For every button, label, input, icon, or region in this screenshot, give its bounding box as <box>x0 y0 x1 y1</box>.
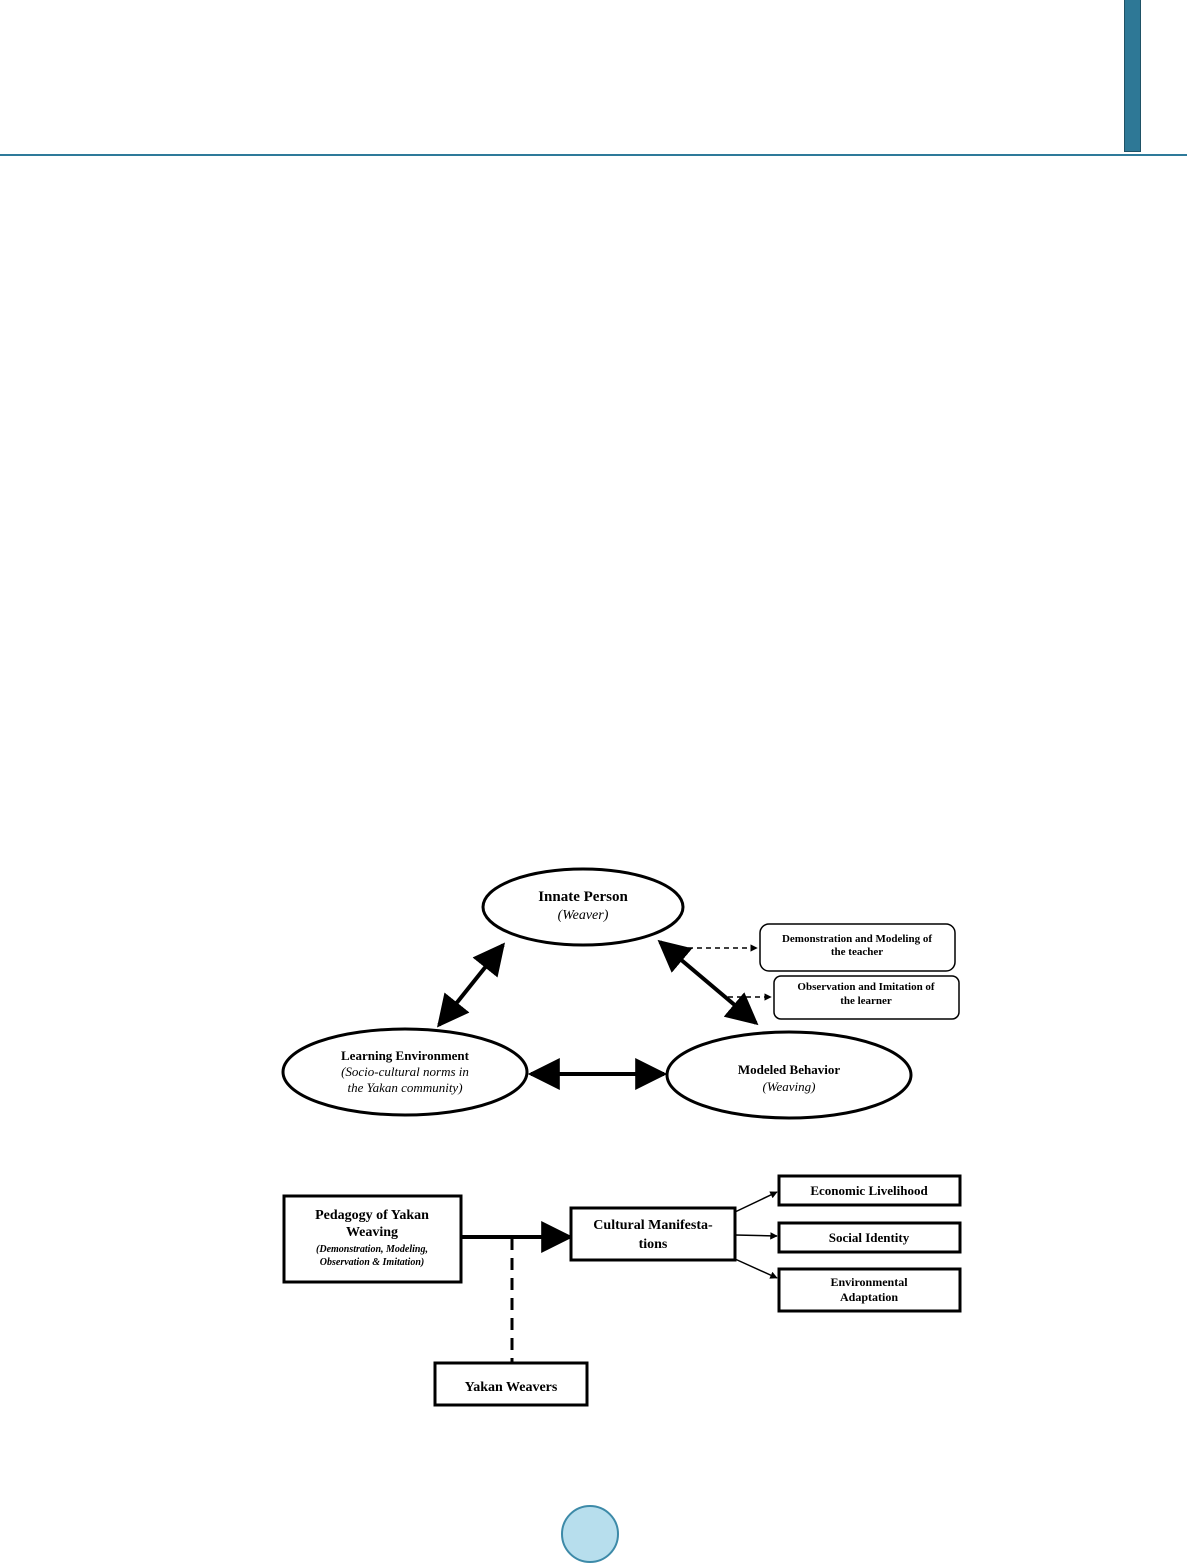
learner-box-line-1: Observation and Imitation of <box>797 981 935 993</box>
header-rule <box>0 154 1187 156</box>
social-identity-box <box>777 1221 962 1254</box>
social-identity-label: Social Identity <box>829 1230 910 1245</box>
arrow-cultural-economic <box>734 1191 778 1213</box>
cultural-line-2: tions <box>639 1237 668 1252</box>
modeled-behavior-subtitle: (Weaving) <box>763 1079 816 1094</box>
innate-person-title: Innate Person <box>538 889 628 905</box>
cultural-manifestations-box <box>569 1206 737 1262</box>
arrow-environment-innate <box>437 942 505 1028</box>
page-number-circle <box>561 1505 619 1563</box>
teacher-box-line-1: Demonstration and Modeling of <box>782 933 932 945</box>
pedagogy-line-2: Weaving <box>346 1225 398 1240</box>
arrow-innate-behavior <box>657 939 759 1026</box>
environmental-line-1: Environmental <box>830 1275 908 1289</box>
learner-box-line-2: the learner <box>840 995 892 1007</box>
learner-box <box>773 975 960 1020</box>
cultural-line-1: Cultural Manifesta- <box>593 1218 713 1233</box>
yakan-weavers-label: Yakan Weavers <box>465 1380 558 1395</box>
environmental-line-2: Adaptation <box>840 1290 898 1304</box>
side-tab <box>1124 0 1141 152</box>
figure-2: Pedagogy of Yakan Weaving (Demonstration… <box>282 1174 962 1407</box>
pedagogy-line-1: Pedagogy of Yakan <box>315 1208 429 1223</box>
figure-1: Innate Person (Weaver) Learning Environm… <box>281 867 960 1120</box>
pedagogy-line-4: Observation & Imitation) <box>320 1257 424 1268</box>
learning-environment-title: Learning Environment <box>341 1048 470 1063</box>
environmental-adaptation-box <box>777 1267 962 1313</box>
innate-person-ellipse <box>481 867 685 947</box>
learning-environment-ellipse <box>281 1027 529 1117</box>
yakan-weavers-box <box>433 1361 589 1407</box>
teacher-box-line-2: the teacher <box>831 946 883 958</box>
learning-environment-subtitle-2: the Yakan community) <box>347 1080 462 1095</box>
modeled-behavior-title: Modeled Behavior <box>738 1062 840 1077</box>
arrow-cultural-environmental <box>734 1258 778 1279</box>
economic-livelihood-box <box>777 1174 962 1207</box>
pedagogy-line-3: (Demonstration, Modeling, <box>316 1244 428 1255</box>
innate-person-subtitle: (Weaver) <box>558 908 609 923</box>
arrow-cultural-social <box>734 1232 778 1240</box>
learning-environment-subtitle-1: (Socio-cultural norms in <box>341 1064 469 1079</box>
teacher-box <box>759 923 956 972</box>
economic-livelihood-label: Economic Livelihood <box>810 1183 928 1198</box>
